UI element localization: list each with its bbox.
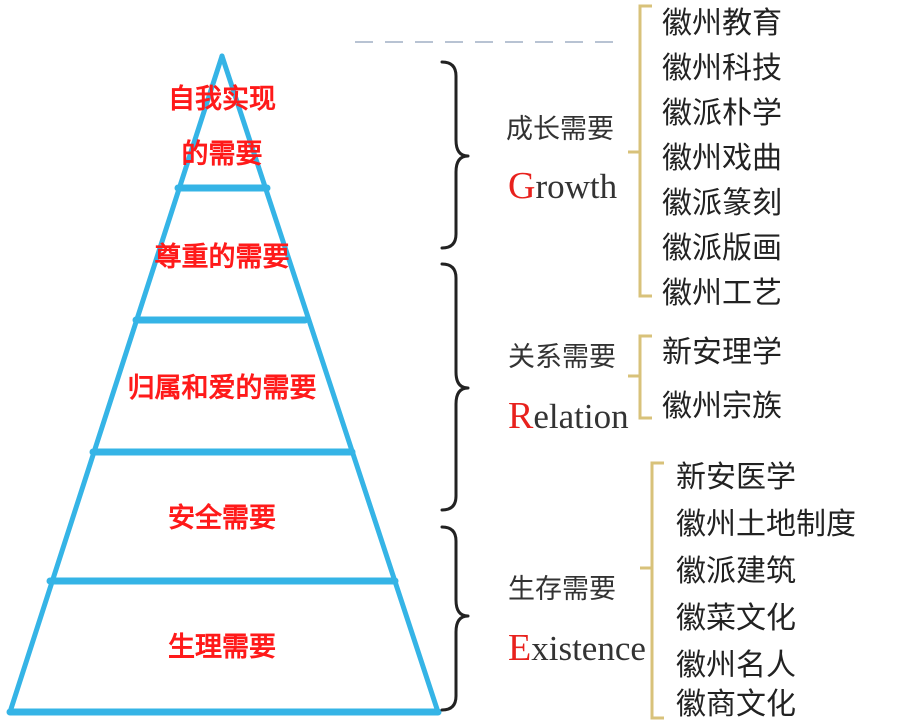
pyramid (6, 53, 442, 716)
brace-existence (440, 525, 470, 712)
list-item: 徽州科技 (662, 51, 782, 86)
level-self-actualization-line2: 的需要 (182, 138, 263, 170)
bracket-existence-list (640, 461, 664, 720)
group-braces (440, 60, 470, 712)
pyramid-labels: 自我实现 的需要 尊重的需要 归属和爱的需要 安全需要 生理需要 (128, 83, 317, 663)
bracket-growth-list (628, 4, 652, 298)
list-item: 新安理学 (662, 335, 782, 370)
list-item: 徽州土地制度 (676, 507, 856, 542)
brace-relation (440, 262, 470, 512)
group-existence-english: Existence (508, 627, 646, 669)
list-item: 徽派篆刻 (662, 186, 782, 221)
group-relation-english-initial: R (508, 395, 534, 437)
list-item: 徽商文化 (676, 687, 796, 722)
list-item: 徽州教育 (662, 6, 782, 41)
group-existence-english-rest: xistence (531, 629, 646, 668)
group-growth-english: Growth (508, 165, 618, 207)
group-relation-english: Relation (508, 395, 629, 437)
group-existence-label: 生存需要 (508, 574, 616, 605)
group-relation-label: 关系需要 (508, 342, 616, 373)
level-esteem: 尊重的需要 (155, 241, 290, 273)
list-item: 徽州宗族 (662, 389, 782, 424)
level-belonging: 归属和爱的需要 (128, 372, 317, 404)
group-labels: 成长需要 Growth 关系需要 Relation 生存需要 Existence (506, 114, 646, 669)
level-safety: 安全需要 (168, 502, 276, 534)
group-growth-english-initial: G (508, 165, 535, 207)
brace-growth (440, 60, 470, 250)
list-item: 徽派版画 (662, 231, 782, 266)
existence-list: 新安医学 徽州土地制度 徽派建筑 徽菜文化 徽州名人 徽商文化 (676, 460, 856, 722)
list-item: 新安医学 (676, 460, 796, 495)
list-item: 徽州名人 (676, 648, 796, 683)
pyramid-left-edge (7, 53, 225, 715)
list-item: 徽派朴学 (662, 96, 782, 131)
growth-list: 徽州教育 徽州科技 徽派朴学 徽州戏曲 徽派篆刻 徽派版画 徽州工艺 (662, 6, 782, 311)
group-growth-label: 成长需要 (506, 114, 614, 145)
level-physiological: 生理需要 (168, 632, 276, 663)
pyramid-right-edge (219, 53, 441, 715)
list-item: 徽州工艺 (662, 276, 782, 311)
relation-list: 新安理学 徽州宗族 (662, 335, 782, 424)
list-item: 徽州戏曲 (662, 141, 782, 176)
group-growth-english-rest: rowth (535, 167, 617, 206)
bracket-relation-list (628, 334, 652, 420)
list-item: 徽派建筑 (676, 554, 796, 589)
group-existence-english-initial: E (508, 627, 531, 669)
list-brackets (628, 4, 664, 720)
level-self-actualization-line1: 自我实现 (168, 83, 276, 115)
group-relation-english-rest: elation (533, 397, 628, 436)
list-item: 徽菜文化 (676, 601, 796, 636)
